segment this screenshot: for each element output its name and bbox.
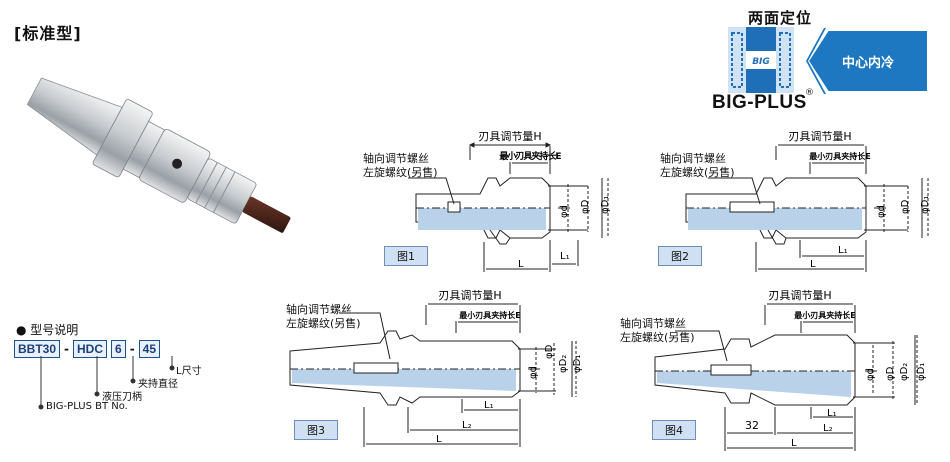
- dim-adjust-h: 刃具调节量H: [768, 289, 831, 302]
- fig4-note-thread: 左旋螺纹(另售): [620, 331, 695, 344]
- fig1-note-screw: 轴向调节螺丝: [363, 152, 429, 165]
- fig4-note-screw: 轴向调节螺丝: [620, 317, 686, 330]
- code-separator: -: [64, 342, 69, 356]
- code-series: BBT30: [14, 340, 61, 358]
- figure-4-label: 图4: [652, 420, 696, 440]
- fig3-note-screw: 轴向调节螺丝: [286, 303, 352, 316]
- dim-D: φD: [580, 199, 591, 214]
- dim-L: L: [810, 259, 816, 270]
- dim-D2: φD₂: [558, 355, 569, 373]
- logo-heading: 两面定位: [748, 9, 813, 27]
- fig1-note-thread: 左旋螺纹(另售): [363, 166, 438, 179]
- dim-D1: φD₁: [600, 196, 611, 214]
- code-diameter: 6: [111, 340, 126, 358]
- registered-mark: ®: [805, 88, 814, 98]
- page-title: [标准型]: [14, 24, 82, 43]
- dim-min-e: 最小刃具夹持长E: [459, 310, 520, 320]
- dim-d: φd: [876, 205, 887, 218]
- code-length: 45: [138, 340, 161, 358]
- figure-4-drawing: 刃具调节量H 最小刃具夹持长E φd φD φD₂ φD₁ 32 L L₂ L₁: [654, 289, 927, 451]
- dim-min-e: 最小刃具夹持长E: [809, 151, 870, 161]
- dim-L: L: [791, 438, 797, 449]
- fig2-note-thread: 左旋螺纹(另售): [660, 166, 735, 179]
- dim-d: φd: [865, 368, 876, 381]
- dim-min-e: 最小刃具夹持长E: [499, 150, 561, 162]
- dim-d: φd: [528, 366, 539, 379]
- dim-D: φD: [900, 199, 911, 214]
- dim-L2: L₂: [462, 420, 472, 431]
- dim-L: L: [436, 434, 442, 445]
- dim-D1: φD₁: [916, 363, 927, 381]
- dim-L: L: [518, 259, 524, 270]
- model-code-heading: ● 型号说明: [16, 323, 79, 337]
- dim-32: 32: [745, 419, 759, 432]
- emblem-text: BIG: [752, 57, 770, 67]
- dim-adjust-h: 刃具调节量H: [478, 130, 541, 143]
- figure-1-drawing: 刃具调节量H 最小刃具夹持长E φd φD φD₁ L L₁: [408, 130, 611, 272]
- figure-1-label: 图1: [384, 246, 428, 266]
- legend-clamp-dia: 夹持直径: [138, 379, 178, 390]
- legend-l-size: L尺寸: [176, 366, 202, 377]
- model-code-row: BBT30 - HDC 6 - 45: [14, 340, 161, 358]
- dim-min-e: 最小刃具夹持长E: [794, 310, 855, 320]
- fig3-note-thread: 左旋螺纹(另售): [286, 317, 361, 330]
- figure-2-label: 图2: [658, 246, 702, 266]
- code-separator: -: [129, 342, 135, 356]
- dim-D1: φD₁: [572, 355, 583, 373]
- toolholder-photo: [26, 77, 291, 233]
- dim-D: φD: [544, 344, 555, 359]
- dim-L2: L₂: [823, 423, 833, 434]
- dim-L1: L₁: [560, 251, 570, 262]
- dim-L1: L₁: [827, 408, 837, 419]
- dim-d: φd: [559, 205, 570, 218]
- fig2-note-screw: 轴向调节螺丝: [660, 152, 726, 165]
- dim-adjust-h: 刃具调节量H: [438, 289, 501, 302]
- coolant-badge-shape: [806, 28, 929, 94]
- figure-3-drawing: 刃具调节量H 最小刃具夹持长E φd φD φD₂ φD₁ L L₂ L₁: [289, 289, 583, 447]
- big-plus-emblem: BIG: [728, 27, 794, 93]
- coolant-badge-label: 中心内冷: [841, 56, 894, 71]
- logo-brand: BIG-PLUS: [712, 92, 807, 113]
- dim-L1: L₁: [484, 400, 494, 411]
- code-type: HDC: [73, 340, 107, 358]
- legend-bt-no: BIG-PLUS BT No.: [46, 401, 128, 412]
- dim-adjust-h: 刃具调节量H: [788, 130, 851, 143]
- legend-hydraulic: 液压刀柄: [102, 392, 142, 403]
- dim-L1: L₁: [838, 245, 848, 256]
- dim-D1: φD₁: [920, 196, 931, 214]
- dim-D2: φD₂: [899, 363, 910, 381]
- figure-2-drawing: 刃具调节量H 最小刃具夹持长E φd φD φD₁ L L₁: [685, 130, 931, 272]
- model-legend-leaders: [38, 356, 175, 410]
- figure-3-label: 图3: [294, 420, 338, 440]
- dim-D: φD: [885, 366, 896, 381]
